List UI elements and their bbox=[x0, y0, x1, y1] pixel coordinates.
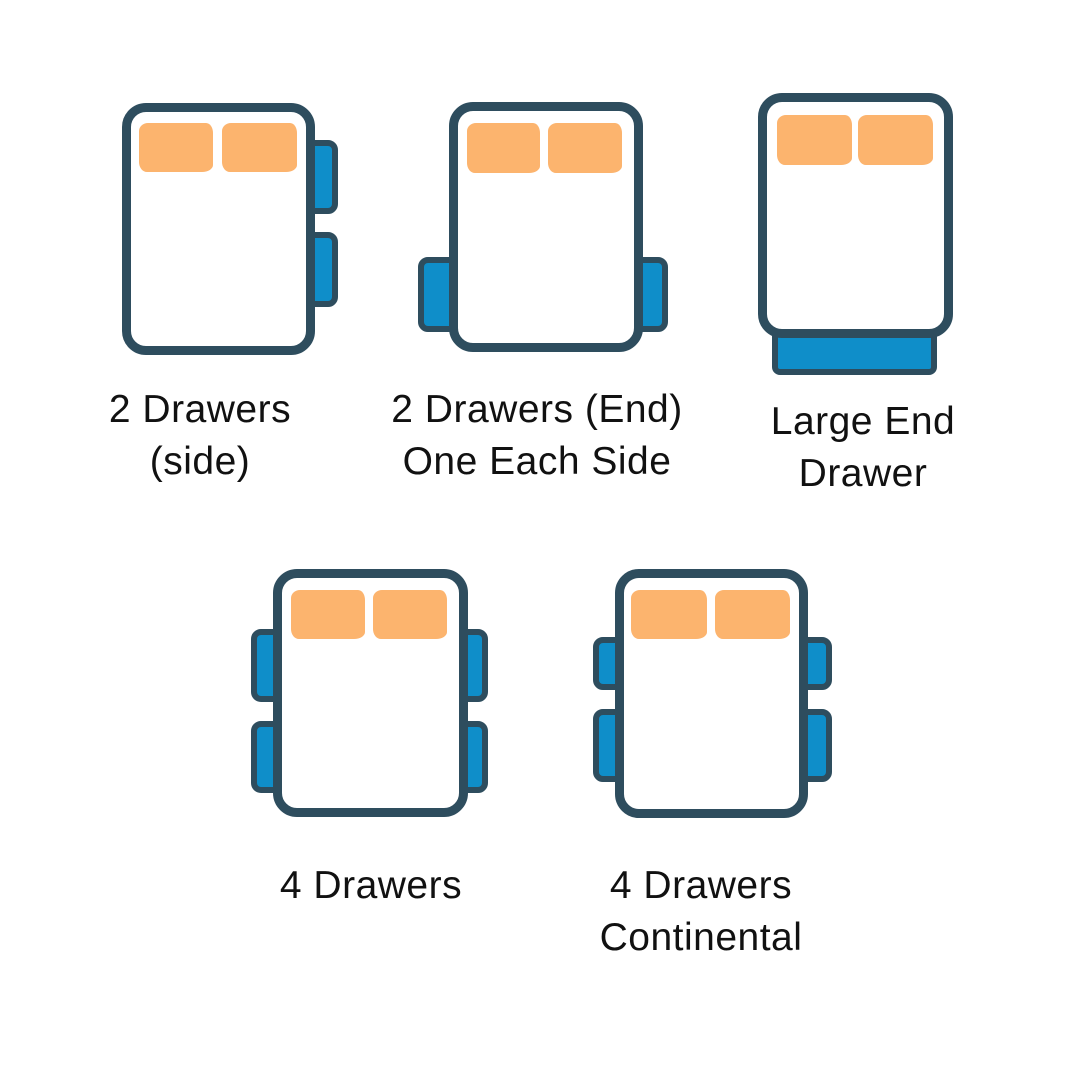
pillow-icon bbox=[291, 590, 365, 639]
pillow-icon bbox=[715, 590, 790, 639]
side-drawer-icon bbox=[446, 721, 488, 793]
figure-label-line: Continental bbox=[599, 916, 803, 959]
figure-label-line: 2 Drawers (End) bbox=[391, 388, 683, 431]
figure-label-line: 4 Drawers bbox=[609, 864, 793, 907]
pillow-icon bbox=[548, 123, 622, 173]
bed-icon bbox=[122, 103, 315, 355]
side-drawer-icon bbox=[790, 709, 832, 782]
side-drawer-icon bbox=[593, 637, 635, 690]
side-drawer-icon bbox=[251, 721, 293, 793]
side-drawer-icon bbox=[790, 637, 832, 690]
pillow-icon bbox=[631, 590, 707, 639]
pillow-icon bbox=[858, 115, 933, 165]
figure-label: Large End Drawer bbox=[703, 396, 1023, 500]
pillow-icon bbox=[222, 123, 297, 172]
figure-label-line: 2 Drawers bbox=[108, 388, 292, 431]
side-drawer-icon bbox=[626, 257, 668, 332]
figure-label-line: Large End bbox=[770, 400, 956, 443]
figure-label-line: Drawer bbox=[798, 452, 928, 495]
figure-label: 2 Drawers (End) One Each Side bbox=[357, 384, 717, 488]
pillow-icon bbox=[139, 123, 213, 172]
side-drawer-icon bbox=[446, 629, 488, 702]
bed-icon bbox=[758, 93, 953, 338]
end-drawer-icon bbox=[772, 318, 937, 375]
side-drawer-icon bbox=[296, 232, 338, 307]
side-drawer-icon bbox=[418, 257, 460, 332]
side-drawer-icon bbox=[593, 709, 635, 782]
bed-icon bbox=[273, 569, 468, 817]
figure-label-line: (side) bbox=[149, 440, 251, 483]
bed-icon bbox=[449, 102, 643, 352]
figure-label: 4 Drawers bbox=[211, 860, 531, 912]
figure-label: 2 Drawers (side) bbox=[40, 384, 360, 488]
side-drawer-icon bbox=[296, 140, 338, 214]
figure-label: 4 Drawers Continental bbox=[541, 860, 861, 964]
pillow-icon bbox=[777, 115, 852, 165]
pillow-icon bbox=[467, 123, 540, 173]
bed-icon bbox=[615, 569, 808, 818]
figure-label-line: One Each Side bbox=[402, 440, 672, 483]
side-drawer-icon bbox=[251, 629, 293, 702]
pillow-icon bbox=[373, 590, 447, 639]
figure-label-line: 4 Drawers bbox=[279, 864, 463, 907]
